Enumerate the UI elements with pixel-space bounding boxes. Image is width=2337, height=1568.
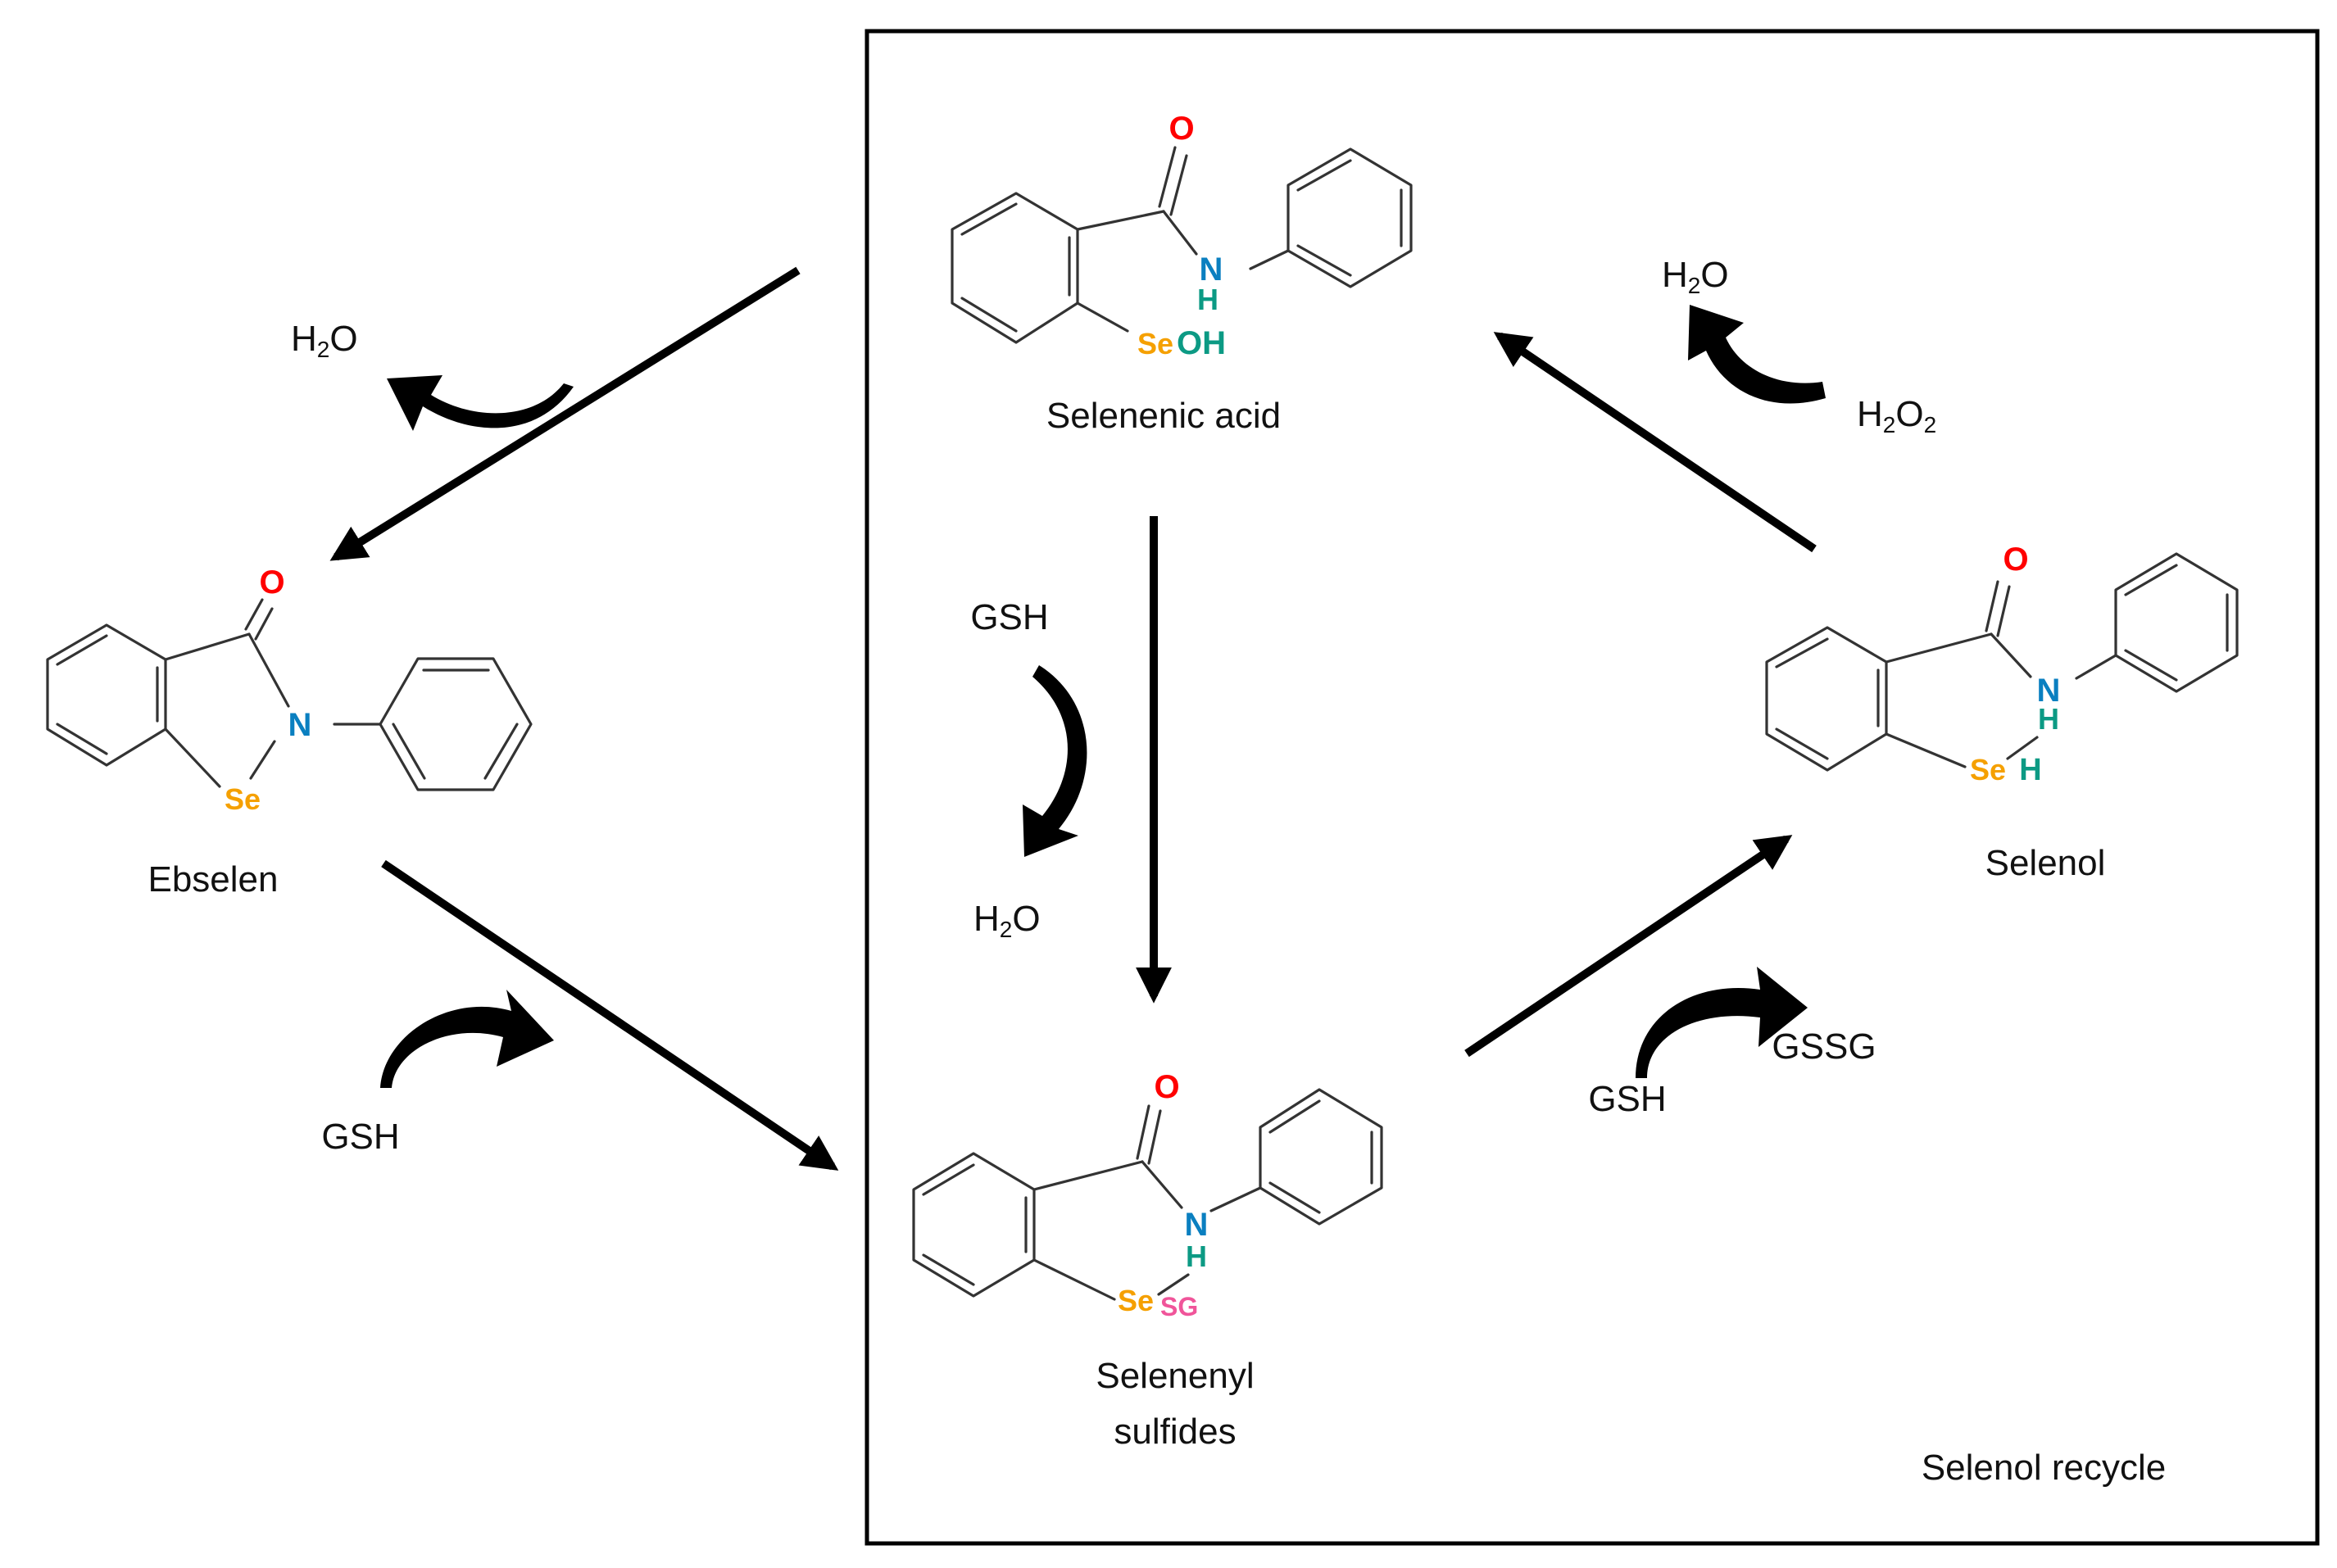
- curved-arrow-glutathione-to-disulfide-right: [1636, 967, 1808, 1078]
- glutathione-label-center: GSH: [970, 597, 1048, 637]
- glutathione-label-right: GSH: [1588, 1079, 1666, 1119]
- water-label-top-left: H2O: [291, 319, 358, 362]
- selenenyl-sulfides-nitrogen-atom: N: [1185, 1207, 1209, 1243]
- curved-arrow-glutathione-entry-left: [380, 990, 554, 1088]
- arrow-selenenic-acid-to-ebselen: [329, 266, 801, 561]
- arrow-selenol-to-selenenic-acid: [1493, 332, 1817, 553]
- selenenic-acid-oxygen-atom: O: [1168, 111, 1194, 147]
- selenol-selenium-hydrogen-atom: H: [2019, 753, 2041, 787]
- ebselen-label: Ebselen: [147, 859, 278, 900]
- selenenic-acid-nitrogen-atom: N: [1200, 252, 1223, 288]
- selenenic-acid-structure: O N H Se OH: [951, 111, 1413, 361]
- selenenyl-sulfides-glutathione-group: SG: [1160, 1292, 1198, 1321]
- selenol-selenium-atom: Se: [1970, 753, 2006, 786]
- arrow-selenenyl-sulfides-to-selenol: [1464, 835, 1793, 1058]
- selenenyl-sulfides-structure: O N H Se SG: [912, 1069, 1383, 1321]
- selenol-recycle-box: [864, 29, 2320, 1546]
- ebselen-nitrogen-atom: N: [288, 707, 312, 743]
- curved-arrow-peroxide-to-water-right: [1688, 305, 1826, 404]
- water-label-center: H2O: [973, 899, 1041, 942]
- selenenyl-sulfides-label-line1: Selenenyl: [1096, 1356, 1254, 1396]
- curved-arrow-water-release-left: [387, 375, 574, 431]
- selenenyl-sulfides-oxygen-atom: O: [1154, 1069, 1179, 1105]
- selenenyl-sulfides-hydrogen-atom: H: [1186, 1239, 1207, 1273]
- selenenic-acid-hydrogen-atom: H: [1197, 283, 1218, 316]
- hydrogen-peroxide-label: H2O2: [1857, 394, 1936, 437]
- selenol-structure: O H N Se H: [1765, 542, 2239, 787]
- ebselen-structure: O N Se: [46, 564, 533, 816]
- water-label-top-right: H2O: [1662, 255, 1729, 298]
- curved-arrow-glutathione-to-water-center: [1023, 665, 1087, 857]
- ebselen-oxygen-atom: O: [259, 564, 284, 600]
- selenenic-acid-label: Selenenic acid: [1046, 396, 1281, 436]
- arrow-ebselen-to-selenenyl-sulfides: [381, 859, 839, 1171]
- selenol-oxygen-atom: O: [2003, 542, 2028, 578]
- selenenic-acid-hydroxyl-group: OH: [1177, 325, 1226, 361]
- glutathione-disulfide-label: GSSG: [1772, 1026, 1876, 1067]
- selenol-recycle-label: Selenol recycle: [1922, 1448, 2166, 1488]
- selenol-nitrogen-hydrogen-atom: H: [2038, 702, 2059, 736]
- selenenyl-sulfides-selenium-atom: Se: [1118, 1284, 1154, 1317]
- selenenyl-sulfides-label-line2: sulfides: [1114, 1412, 1236, 1452]
- ebselen-selenium-atom: Se: [225, 782, 261, 816]
- selenol-label: Selenol: [1985, 843, 2106, 883]
- glutathione-label-left: GSH: [321, 1117, 399, 1157]
- selenol-nitrogen-atom: N: [2037, 673, 2061, 709]
- selenenic-acid-selenium-atom: Se: [1137, 327, 1173, 360]
